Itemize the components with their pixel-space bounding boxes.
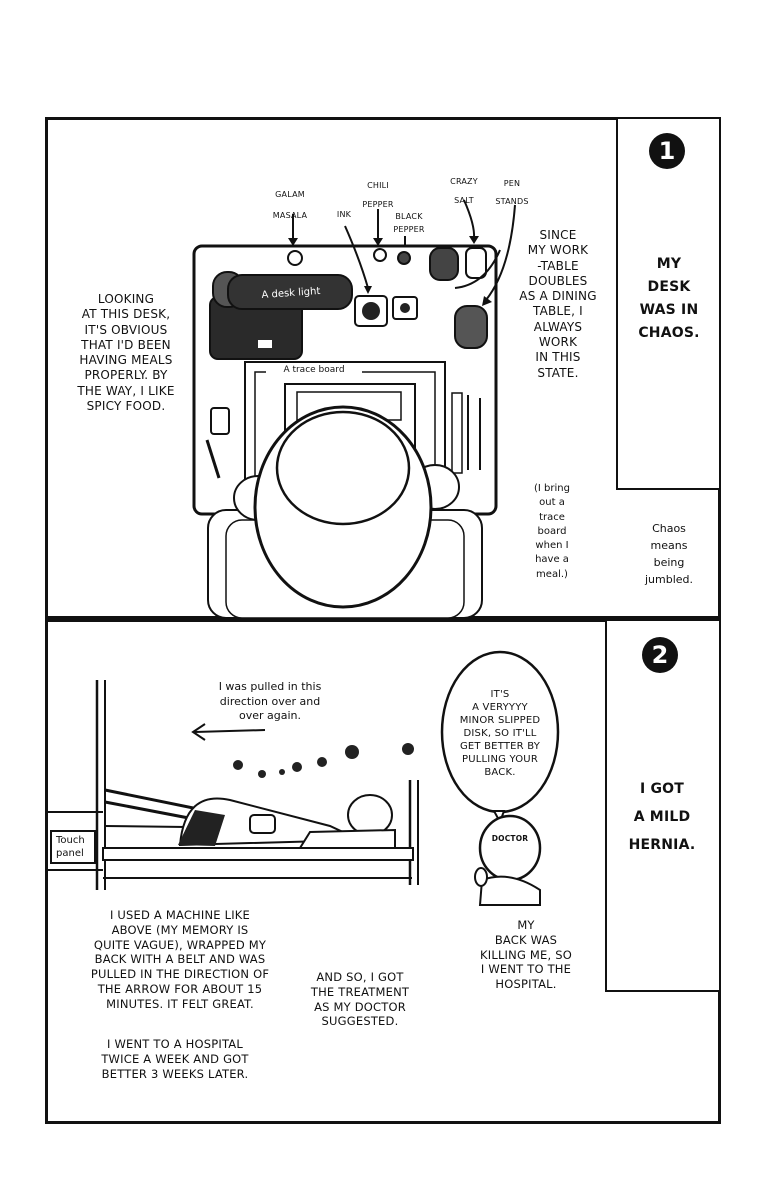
panel1-left-text: LOOKING AT THIS DESK, IT'S OBVIOUS THAT … — [77, 292, 175, 414]
panel1-sidebar — [616, 117, 721, 490]
panel1-aside-text: (I bring out a trace board when I have a… — [534, 483, 570, 580]
panel2-back-text: MY BACK WAS KILLING ME, SO I WENT TO THE… — [480, 918, 572, 992]
label-ink: INK — [336, 210, 352, 219]
panel1-number-badge: 1 — [649, 133, 685, 169]
label-chili-pepper: CHILI PEPPER — [362, 181, 394, 209]
panel2-bottom-text-1: I USED A MACHINE LIKE ABOVE (MY MEMORY I… — [90, 908, 270, 1011]
chaos-note: Chaos means being jumbled. — [644, 522, 694, 586]
label-galam-masala: GALAM MASALA — [272, 190, 308, 220]
panel2-sidebar-title: I GOT A MILD HERNIA. — [628, 781, 696, 853]
label-trace-board: A trace board — [266, 364, 362, 376]
touch-panel-label: Touch panel — [50, 830, 96, 864]
doctor-label: DOCTOR — [491, 834, 529, 843]
panel1-right-text: SINCE MY WORK -TABLE DOUBLES AS A DINING… — [519, 228, 597, 380]
pulled-direction-text: I was pulled in this direction over and … — [218, 680, 322, 722]
label-crazy-salt: CRAZY SALT — [450, 177, 478, 205]
panel2-treatment-text: AND SO, I GOT THE TREATMENT AS MY DOCTOR… — [310, 970, 410, 1029]
panel2-sidebar — [605, 619, 721, 992]
label-black-pepper: BLACK PEPPER — [393, 212, 425, 234]
label-pen-stands: PEN STANDS — [495, 179, 529, 206]
doctor-speech-text: IT'S A VERYYYY MINOR SLIPPED DISK, SO IT… — [459, 689, 541, 778]
panel1-sidebar-title: MY DESK WAS IN CHAOS. — [638, 256, 700, 341]
panel2-number-badge: 2 — [642, 637, 678, 673]
panel2-bottom-text-2: I WENT TO A HOSPITAL TWICE A WEEK AND GO… — [101, 1037, 249, 1081]
